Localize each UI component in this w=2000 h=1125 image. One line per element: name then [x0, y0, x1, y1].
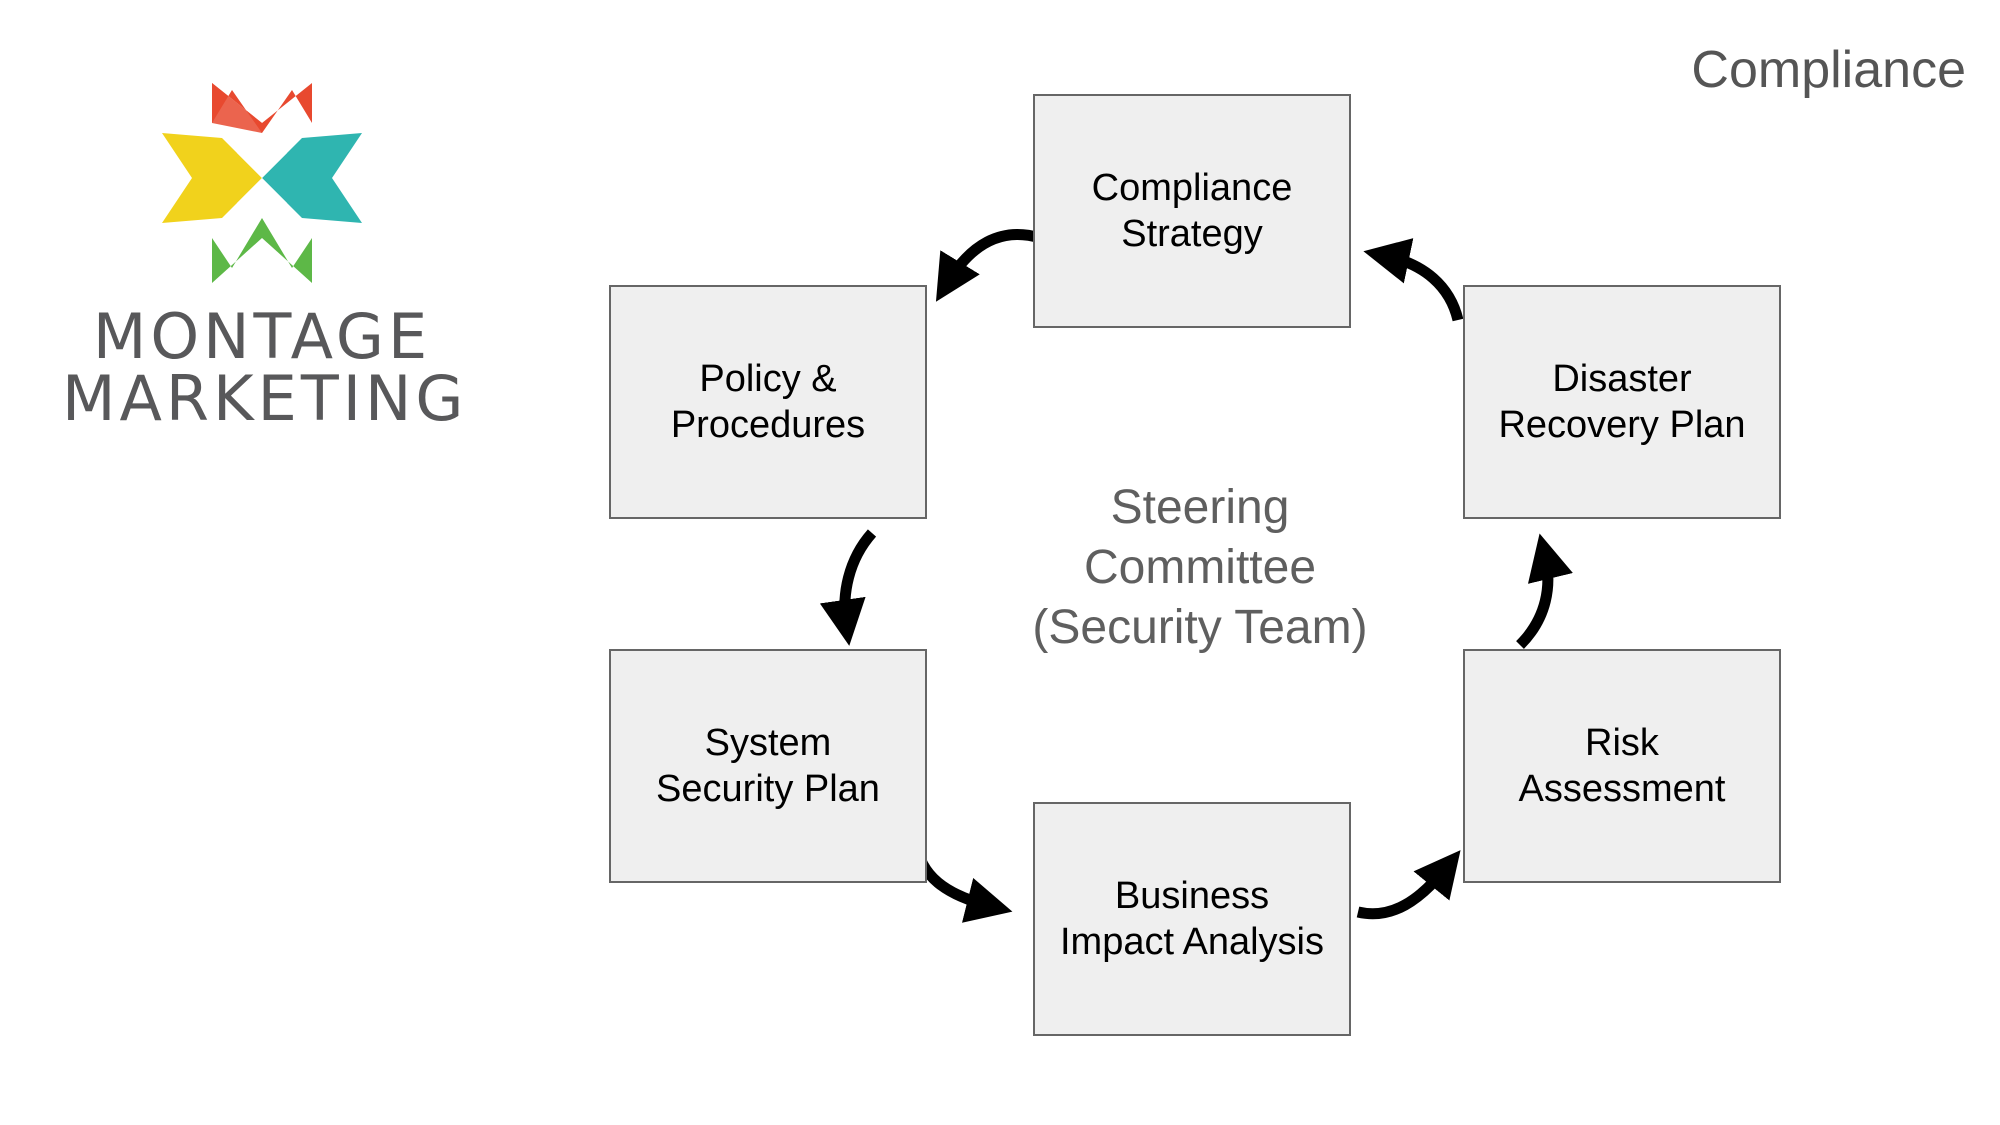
policy-procedures-box: Policy & Procedures — [609, 285, 927, 519]
disaster-recovery-plan-box: Disaster Recovery Plan — [1463, 285, 1781, 519]
arrow-risk-to-disaster — [1516, 533, 1573, 649]
arrow-disaster-to-strategy — [1363, 238, 1464, 322]
compliance-strategy-box: Compliance Strategy — [1033, 94, 1351, 328]
box-label-line1: Compliance — [1091, 167, 1293, 209]
slide-title: Compliance — [1691, 41, 1966, 99]
box-label-line2: Recovery Plan — [1498, 404, 1746, 446]
box-label-line1: Business — [1114, 875, 1270, 917]
arrow-system-to-bia — [910, 841, 1013, 923]
box-label-line1: Disaster — [1552, 358, 1692, 400]
system-security-plan-box: System Security Plan — [609, 649, 927, 883]
risk-assessment-box: Risk Assessment — [1463, 649, 1781, 883]
box-label-line2: Strategy — [1121, 213, 1263, 255]
box-label-line1: Policy & — [699, 358, 837, 400]
center-label-line1: Steering — [1110, 481, 1290, 534]
logo-wordmark-line2: MARKETING — [62, 362, 468, 435]
box-label-line2: Assessment — [1518, 768, 1726, 810]
box-label-line1: Risk — [1585, 722, 1659, 764]
starburst-logo-icon — [162, 83, 362, 283]
steering-committee-label: Steering Committee (Security Team) — [990, 478, 1410, 658]
center-label-line2: Committee — [1083, 541, 1317, 594]
logo-wordmark-line1: MONTAGE — [92, 300, 432, 373]
box-label-line2: Procedures — [670, 404, 866, 446]
arrow-strategy-to-policy — [935, 229, 1042, 302]
business-impact-analysis-box: Business Impact Analysis — [1033, 802, 1351, 1036]
center-label-line3: (Security Team) — [1032, 601, 1368, 654]
montage-marketing-logo: MONTAGE MARKETING — [62, 78, 468, 438]
box-label-line2: Impact Analysis — [1060, 921, 1324, 963]
arrow-bia-to-risk — [1356, 850, 1461, 920]
box-label-line2: Security Plan — [656, 768, 880, 810]
box-label-line1: System — [704, 722, 832, 764]
arrow-policy-to-system — [819, 529, 877, 646]
